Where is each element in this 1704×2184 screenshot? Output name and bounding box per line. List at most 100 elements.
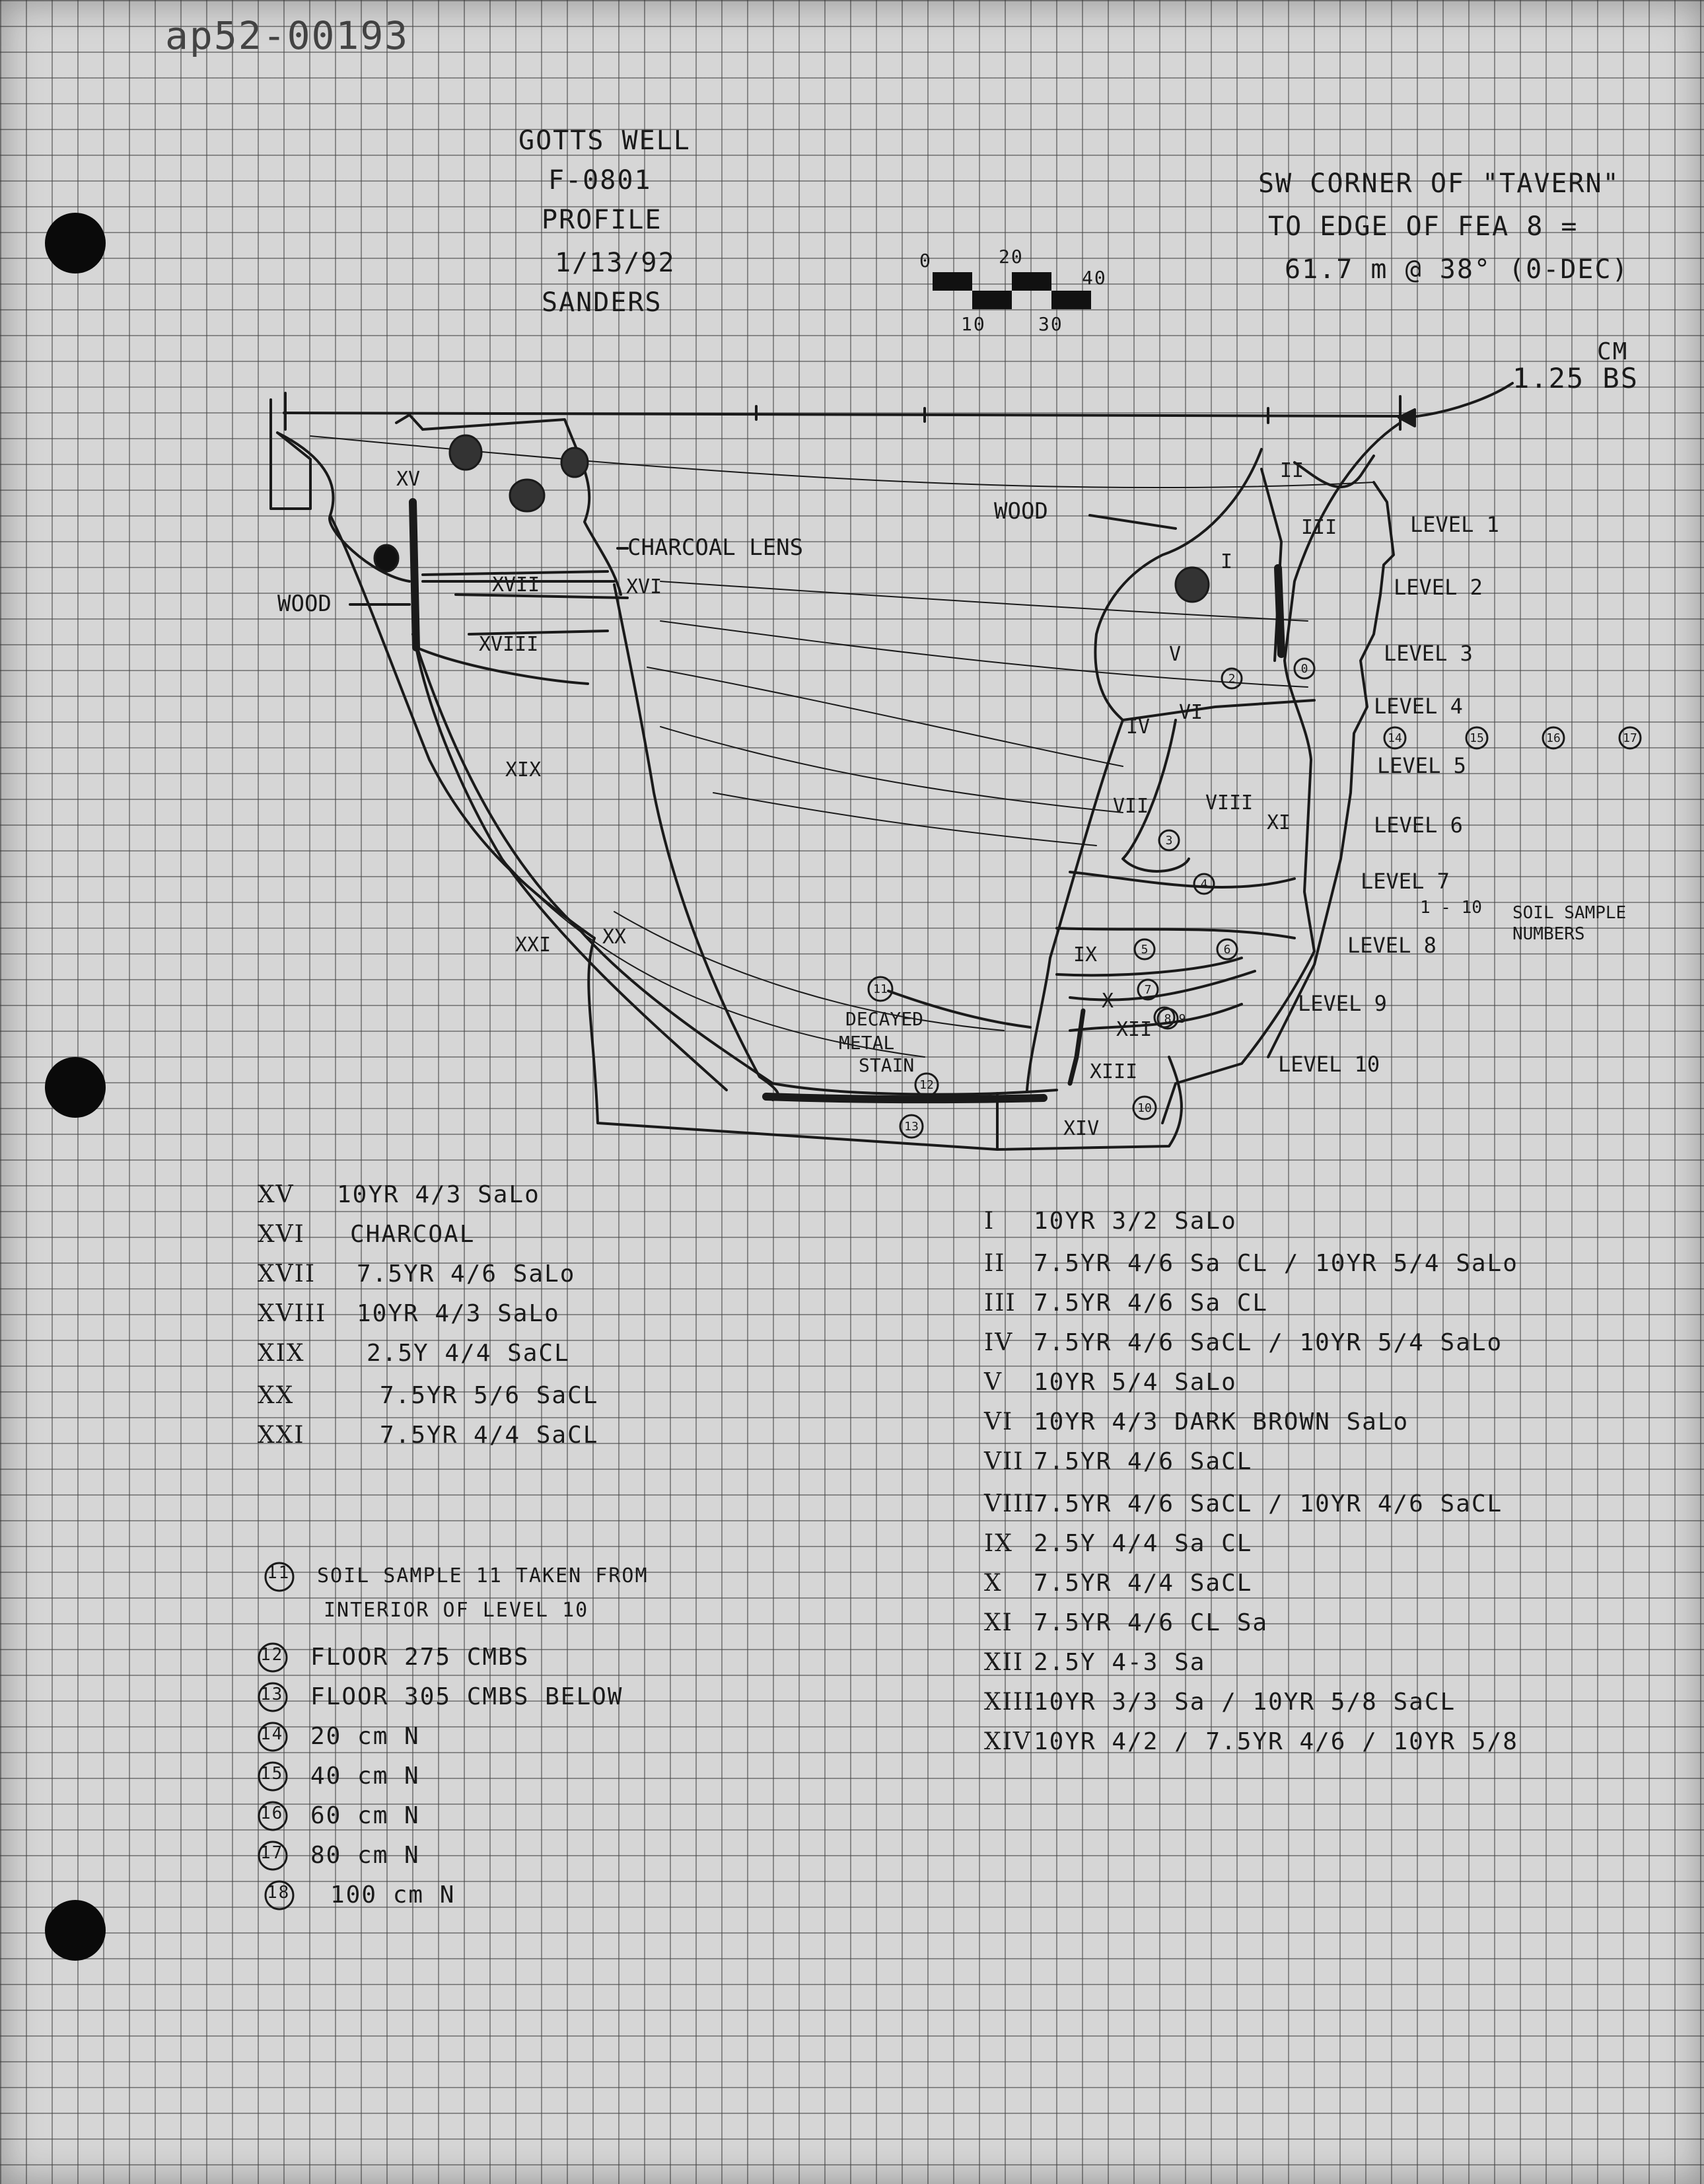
sample-number: 12 — [919, 1078, 934, 1092]
sample-number: 11 — [873, 982, 888, 996]
soil-sample-label: SOIL SAMPLE — [1512, 903, 1626, 923]
stratum-label: II — [1280, 459, 1304, 482]
stratum-label: XI — [1267, 811, 1291, 834]
legend-desc: 10YR 4/3 SaLo — [357, 1300, 560, 1327]
orientation-line: TO EDGE OF FEA 8 = — [1268, 211, 1579, 242]
charcoal-lens-lines — [421, 570, 616, 583]
legend-desc: 7.5YR 5/6 SaCL — [380, 1382, 599, 1409]
level-label: LEVEL 5 — [1377, 753, 1466, 778]
circled-number-icon — [258, 1761, 288, 1792]
legend-code: VI — [984, 1408, 1014, 1436]
sample-marker — [914, 1072, 939, 1097]
stratum-line — [1121, 699, 1316, 721]
legend-desc: 10YR 4/2 / 7.5YR 4/6 / 10YR 5/8 — [1034, 1728, 1518, 1755]
legend-code: VII — [984, 1448, 1024, 1475]
stratum-line — [1069, 871, 1296, 889]
legend-desc: 10YR 5/4 SaLo — [1034, 1369, 1237, 1396]
legend-code: IX — [984, 1530, 1013, 1557]
floor-stain — [762, 1093, 1047, 1104]
circled-number-icon — [258, 1722, 288, 1752]
stratum-label: XVII — [492, 573, 540, 597]
scale-label: 20 — [999, 246, 1024, 268]
level-label: LEVEL 6 — [1374, 813, 1463, 838]
legend-code: XVII — [258, 1260, 316, 1288]
circled-number-icon — [258, 1682, 288, 1712]
circled-number-icon — [258, 1642, 288, 1673]
binder-hole-bottom — [45, 1900, 106, 1961]
faint-line — [660, 581, 1308, 622]
wood-knot — [373, 544, 400, 573]
note-text: FLOOR 275 CMBS — [310, 1644, 530, 1671]
note-text: 20 cm N — [310, 1723, 420, 1750]
circled-number-icon — [258, 1801, 288, 1831]
sample-number: 4 — [1201, 877, 1208, 891]
note-number: 14 — [260, 1724, 284, 1744]
note-number: 12 — [260, 1645, 284, 1665]
legend-desc: 7.5YR 4/6 SaCL / 10YR 5/4 SaLo — [1034, 1329, 1503, 1356]
note-text: FLOOR 305 CMBS BELOW — [310, 1683, 623, 1710]
scale-label: 0 — [919, 250, 932, 272]
sample-marker — [1293, 657, 1316, 680]
legend-desc: 7.5YR 4/6 Sa CL — [1034, 1290, 1269, 1317]
wood-leader-right — [1088, 514, 1177, 530]
sample-marker — [1216, 938, 1238, 961]
legend-code: VIII — [984, 1490, 1035, 1517]
note-number: 18 — [267, 1883, 291, 1903]
sample-marker — [1153, 1006, 1176, 1029]
legend-code: XVIII — [258, 1300, 327, 1327]
wood-post-left — [409, 498, 420, 651]
legend-code: XVI — [258, 1221, 305, 1248]
level-steps — [1267, 481, 1395, 1058]
stratum-label: VIII — [1205, 791, 1253, 815]
legend-desc: 7.5YR 4/6 SaCL — [1034, 1448, 1253, 1475]
sample-number: 14 — [1388, 731, 1402, 745]
level-label: LEVEL 3 — [1384, 641, 1473, 666]
wood-label-left: WOOD — [277, 591, 332, 617]
bowl-profile — [411, 633, 1058, 1096]
sample-marker — [1221, 667, 1243, 690]
stain-edge — [1067, 1008, 1086, 1086]
decayed-metal-stain-label: METAL — [839, 1032, 894, 1054]
note-text: 60 cm N — [310, 1802, 420, 1829]
faint-line — [310, 435, 1374, 489]
stratum-label: XX — [602, 926, 626, 949]
right-inner-boundary — [1094, 448, 1263, 721]
level-label: LEVEL 2 — [1394, 575, 1483, 600]
legend-desc: 7.5YR 4/6 Sa CL / 10YR 5/4 SaLo — [1034, 1250, 1518, 1277]
stratum-line — [1055, 927, 1296, 939]
stratum-label: VI — [1179, 701, 1203, 724]
sample-number: 6 — [1224, 943, 1231, 957]
scale-segment — [933, 272, 972, 291]
legend-desc: 7.5YR 4/6 SaCL / 10YR 4/6 SaCL — [1034, 1490, 1503, 1517]
stratum-line — [1293, 455, 1375, 489]
stratum-line — [1055, 957, 1243, 977]
stratum-line — [613, 583, 780, 1101]
header-line: F-0801 — [548, 165, 652, 196]
faint-line — [647, 667, 1123, 767]
datum-depth: 1.25 BS — [1512, 362, 1639, 394]
legend-desc: 7.5YR 4/4 SaCL — [1034, 1570, 1253, 1597]
stratum-label: XII — [1116, 1018, 1152, 1041]
note-number: 15 — [260, 1764, 284, 1784]
sample-number: 9 — [1179, 1012, 1186, 1026]
level-label: LEVEL 10 — [1278, 1052, 1380, 1077]
binder-hole-top — [45, 213, 106, 273]
note-number: 17 — [260, 1843, 284, 1863]
header-line: GOTTS WELL — [518, 126, 691, 156]
legend-desc: 2.5Y 4/4 SaCL — [367, 1340, 570, 1367]
scale-label: 30 — [1038, 313, 1063, 335]
faint-line — [614, 911, 1005, 1031]
level-label: LEVEL 9 — [1298, 991, 1387, 1016]
legend-desc: 10YR 3/3 Sa / 10YR 5/8 SaCL — [1034, 1689, 1456, 1716]
stratum-line — [415, 646, 728, 1091]
rock — [1174, 566, 1210, 603]
sample-number: 17 — [1623, 731, 1637, 745]
document-id: ap52-00193 — [165, 13, 409, 58]
stratum-label: XIV — [1063, 1117, 1099, 1140]
sample-marker — [899, 1114, 924, 1139]
note-text: 80 cm N — [310, 1842, 420, 1869]
stratum-label: IV — [1126, 715, 1150, 739]
legend-code: XIII — [984, 1689, 1035, 1716]
left-top-boundary — [421, 418, 622, 596]
stratum-label: XV — [396, 468, 420, 491]
